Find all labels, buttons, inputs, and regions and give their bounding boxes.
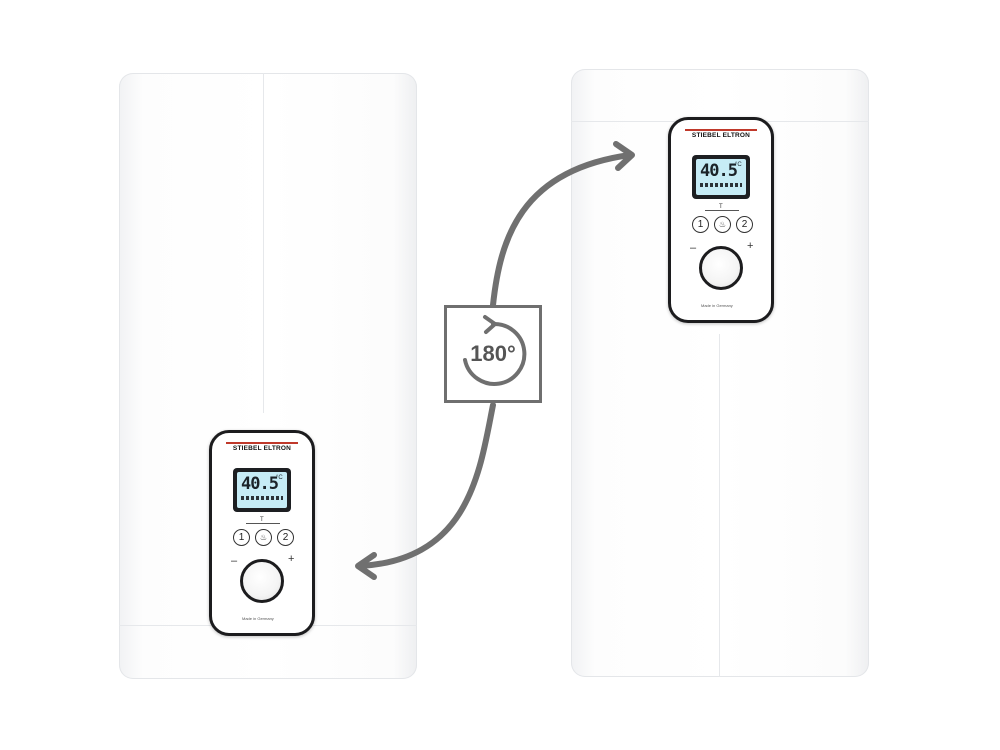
minus-label: –	[690, 242, 697, 254]
heater-panel-bottom: STIEBEL ELTRON 40.5 °C T 1 ♨ 2 – + Made …	[119, 73, 417, 679]
t-label: T	[719, 204, 723, 210]
front-seam	[719, 334, 720, 677]
rotate-arrow-icon	[463, 315, 527, 386]
temperature-unit: °C	[735, 162, 742, 168]
made-in-label: Made in Germany	[242, 616, 274, 621]
temperature-unit: °C	[276, 475, 283, 481]
minus-label: –	[231, 555, 238, 567]
temperature-readout: 40.5	[241, 474, 279, 494]
eco-icon[interactable]: ♨	[255, 529, 272, 546]
lcd-display: 40.5 °C	[692, 155, 750, 199]
rotation-badge: 180°	[444, 305, 542, 403]
preset-2-button[interactable]: 2	[736, 216, 753, 233]
preset-1-button[interactable]: 1	[692, 216, 709, 233]
preset-2-button[interactable]: 2	[277, 529, 294, 546]
power-bar	[700, 183, 742, 187]
temperature-knob[interactable]	[240, 559, 284, 603]
lcd-display: 40.5 °C	[233, 468, 291, 512]
t-divider	[246, 523, 280, 524]
brand-logo: STIEBEL ELTRON	[685, 129, 757, 141]
lcd-screen: 40.5 °C	[696, 159, 746, 195]
rotation-label: 180°	[470, 341, 516, 366]
control-panel: STIEBEL ELTRON 40.5 °C T 1 ♨ 2 – + Made …	[668, 117, 774, 323]
preset-1-button[interactable]: 1	[233, 529, 250, 546]
heater-panel-top: STIEBEL ELTRON 40.5 °C T 1 ♨ 2 – + Made …	[571, 69, 869, 677]
eco-icon[interactable]: ♨	[714, 216, 731, 233]
plus-label: +	[747, 240, 754, 252]
t-label: T	[260, 517, 264, 523]
temperature-readout: 40.5	[700, 161, 738, 181]
made-in-label: Made in Germany	[701, 303, 733, 308]
power-bar	[241, 496, 283, 500]
plus-label: +	[288, 553, 295, 565]
t-divider	[705, 210, 739, 211]
front-seam	[263, 73, 264, 413]
lcd-screen: 40.5 °C	[237, 472, 287, 508]
control-panel: STIEBEL ELTRON 40.5 °C T 1 ♨ 2 – + Made …	[209, 430, 315, 636]
temperature-knob[interactable]	[699, 246, 743, 290]
brand-logo: STIEBEL ELTRON	[226, 442, 298, 454]
